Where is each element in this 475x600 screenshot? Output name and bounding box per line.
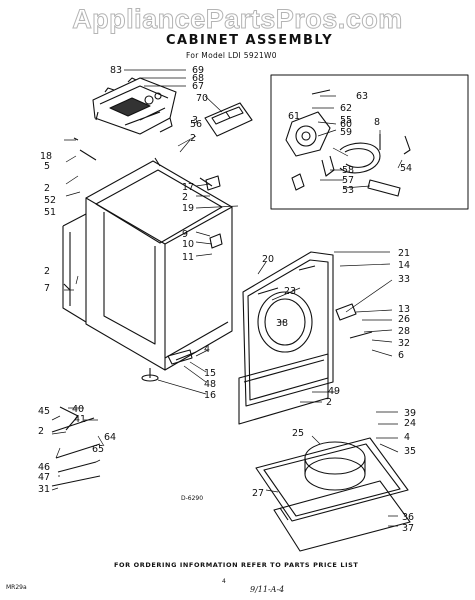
callout-41: 41 <box>74 414 86 425</box>
callout-33: 33 <box>398 274 410 285</box>
callout-56: 56 <box>190 119 202 130</box>
callout-83: 83 <box>110 65 122 76</box>
console-assembly <box>92 77 177 135</box>
toe-panel <box>238 353 329 425</box>
callout-39: 39 <box>404 408 416 419</box>
motor-detail <box>285 89 411 197</box>
callout-62: 62 <box>340 103 352 114</box>
callout-2: 2 <box>190 133 196 144</box>
callout-38: 38 <box>276 318 288 329</box>
callout-35: 35 <box>404 446 416 457</box>
front-panel <box>242 251 334 407</box>
callout-68: 68 <box>192 73 204 84</box>
callout-54: 54 <box>400 163 412 174</box>
ordering-footer: FOR ORDERING INFORMATION REFER TO PARTS … <box>114 561 359 569</box>
callout-4: 4 <box>204 344 210 355</box>
drawing-reference: D-6290 <box>181 495 204 502</box>
callout-19: 19 <box>182 203 194 214</box>
diagram-subtitle: For Model LDI 5921W0 <box>186 51 277 60</box>
callout-3: 3 <box>192 115 198 126</box>
callout-55: 55 <box>340 115 352 126</box>
callout-2: 2 <box>44 183 50 194</box>
callout-24: 24 <box>404 418 416 429</box>
callout-60: 60 <box>340 119 352 130</box>
callout-17: 17 <box>182 182 194 193</box>
callout-48: 48 <box>204 379 216 390</box>
callout-8: 8 <box>374 117 380 128</box>
callout-59: 59 <box>340 127 352 138</box>
callout-51: 51 <box>44 207 56 218</box>
callout-64: 64 <box>104 432 116 443</box>
callout-27: 27 <box>252 488 264 499</box>
callout-52: 52 <box>44 195 56 206</box>
callout-2: 2 <box>326 397 332 408</box>
callout-4: 4 <box>404 432 410 443</box>
callout-31: 31 <box>38 484 50 495</box>
callout-57: 57 <box>342 175 354 186</box>
callout-20: 20 <box>262 254 274 265</box>
callout-28: 28 <box>398 326 410 337</box>
callout-26: 26 <box>398 314 410 325</box>
callout-70: 70 <box>196 93 208 104</box>
callout-13: 13 <box>398 304 410 315</box>
callout-65: 65 <box>92 444 104 455</box>
callout-21: 21 <box>398 248 410 259</box>
callout-58: 58 <box>342 165 354 176</box>
callout-6: 6 <box>398 350 404 361</box>
doc-code: MR29a <box>6 584 27 591</box>
callout-5: 5 <box>44 161 50 172</box>
callout-7: 7 <box>44 283 50 294</box>
callout-14: 14 <box>398 260 410 271</box>
callout-15: 15 <box>204 368 216 379</box>
callout-69: 69 <box>192 65 204 76</box>
door-assembly <box>255 437 411 552</box>
leader-lines <box>51 69 403 527</box>
callout-61: 61 <box>288 111 300 122</box>
callout-46: 46 <box>38 462 50 473</box>
inset-box <box>270 74 469 210</box>
callout-2: 2 <box>44 266 50 277</box>
callout-45: 45 <box>38 406 50 417</box>
callout-37: 37 <box>402 523 414 534</box>
callout-36: 36 <box>402 512 414 523</box>
page-number: 4 <box>222 578 226 585</box>
callout-40: 40 <box>72 404 84 415</box>
callout-25: 25 <box>292 428 304 439</box>
callout-23: 23 <box>284 286 296 297</box>
callout-67: 67 <box>192 81 204 92</box>
callout-2: 2 <box>38 426 44 437</box>
callout-18: 18 <box>40 151 52 162</box>
handwritten-note: 9/11-A-4 <box>250 585 285 594</box>
callout-32: 32 <box>398 338 410 349</box>
callout-16: 16 <box>204 390 216 401</box>
callout-11: 11 <box>182 252 194 263</box>
callout-2: 2 <box>182 192 188 203</box>
callout-63: 63 <box>356 91 368 102</box>
callout-47: 47 <box>38 472 50 483</box>
callout-53: 53 <box>342 185 354 196</box>
diagram-title: CABINET ASSEMBLY <box>166 33 334 48</box>
side-panel <box>62 213 87 323</box>
panel-70 <box>204 102 253 137</box>
callout-9: 9 <box>182 229 188 240</box>
callout-10: 10 <box>182 239 194 250</box>
small-parts <box>51 137 373 487</box>
watermark: AppliancePartsPros.com <box>72 4 403 35</box>
callout-49: 49 <box>328 386 340 397</box>
